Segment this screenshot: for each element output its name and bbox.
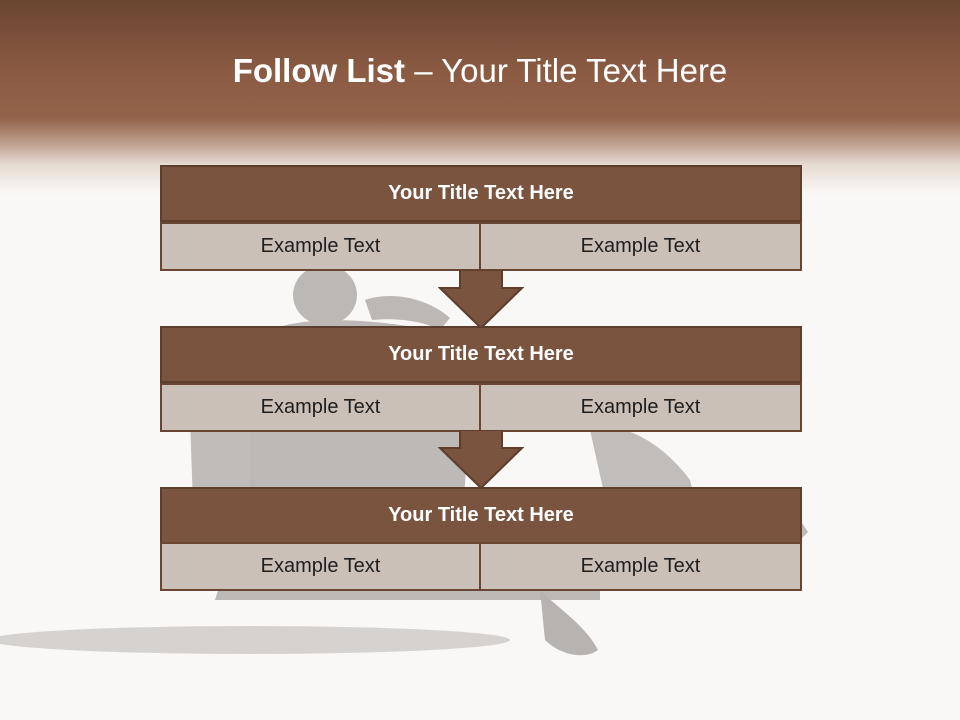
list-block-3: Your Title Text Here Example Text Exampl… (160, 487, 802, 593)
block-cell-right: Example Text (481, 383, 802, 432)
block-cell-left: Example Text (160, 542, 481, 591)
block-cell-left: Example Text (160, 383, 481, 432)
down-arrow-icon (438, 270, 524, 330)
list-block-2: Your Title Text Here Example Text Exampl… (160, 326, 802, 432)
down-arrow-icon (438, 430, 524, 490)
block-title: Your Title Text Here (160, 165, 802, 222)
block-cell-right: Example Text (481, 542, 802, 591)
block-title: Your Title Text Here (160, 326, 802, 383)
slide-title-bold: Follow List (232, 52, 406, 89)
block-title: Your Title Text Here (160, 487, 802, 544)
block-cell-left: Example Text (160, 222, 481, 271)
slide-title-rest: – Your Title Text Here (405, 52, 728, 89)
header-band (0, 0, 960, 195)
block-cell-right: Example Text (481, 222, 802, 271)
block-row: Example Text Example Text (160, 542, 802, 591)
block-row: Example Text Example Text (160, 383, 802, 432)
block-row: Example Text Example Text (160, 222, 802, 271)
list-block-1: Your Title Text Here Example Text Exampl… (160, 165, 802, 271)
slide-title: Follow List – Your Title Text Here (0, 52, 960, 90)
